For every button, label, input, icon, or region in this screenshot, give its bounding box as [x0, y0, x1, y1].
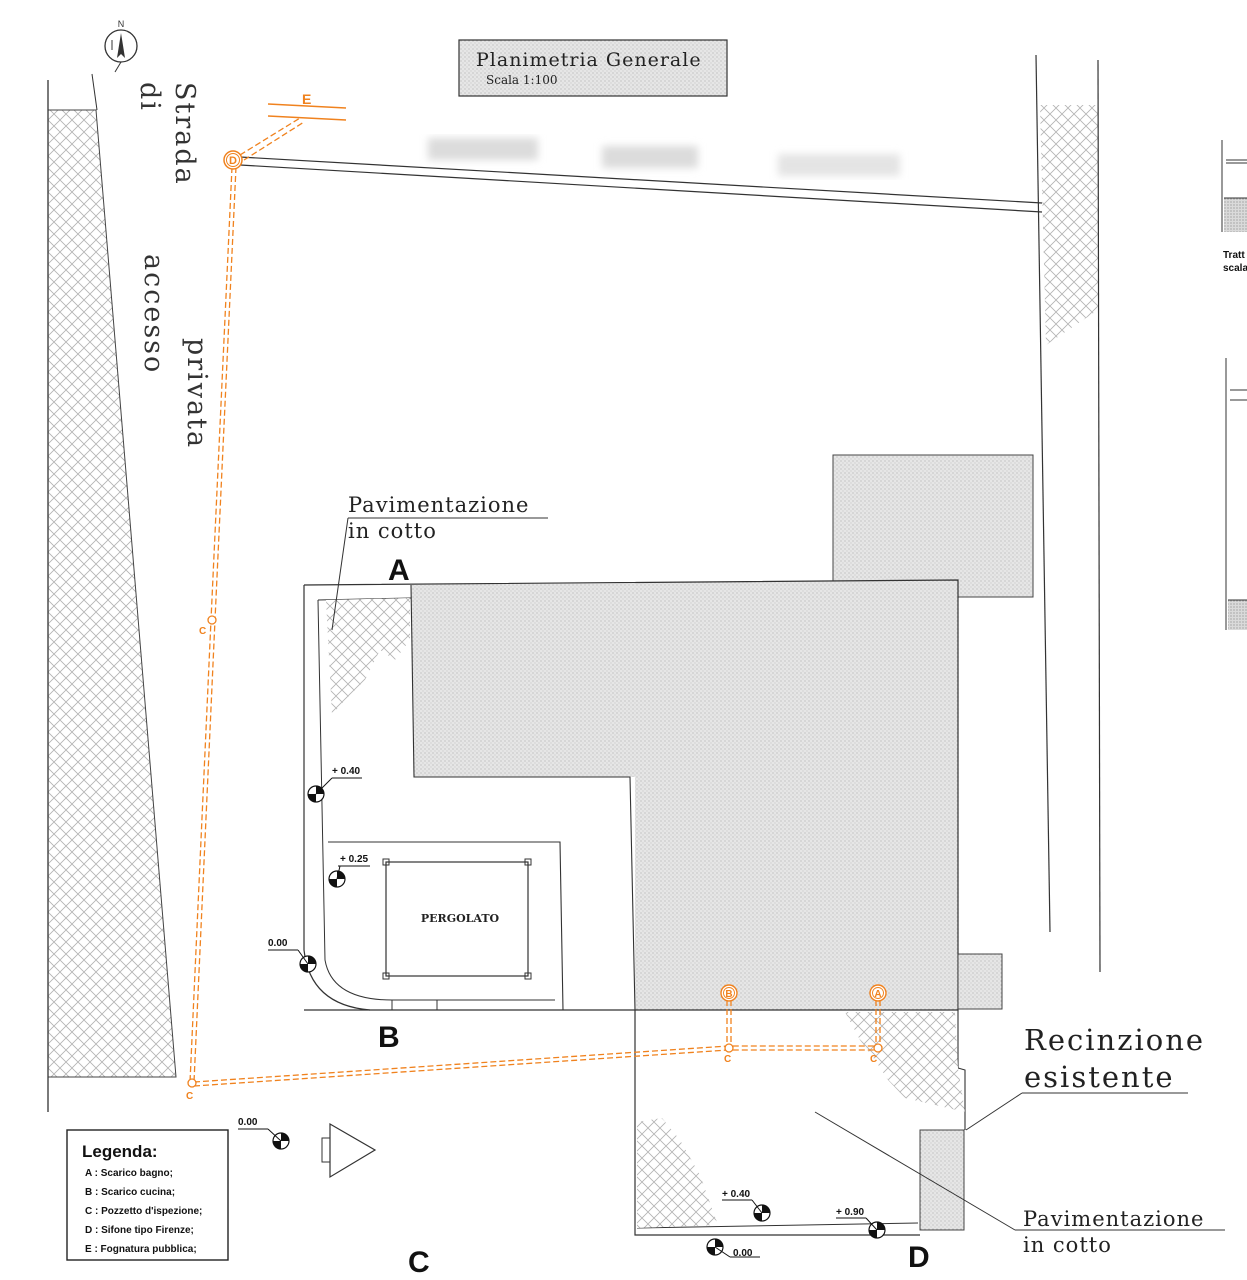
right-boundary-strip [1035, 54, 1101, 973]
drain-node-c: C [186, 1091, 193, 1102]
level-marker: 0.00 [706, 1238, 760, 1259]
level-text: 0.00 [733, 1248, 753, 1259]
level-text: + 0.40 [332, 766, 361, 777]
level-marker: + 0.40 [307, 766, 362, 803]
corner-b: B [378, 1021, 400, 1054]
title-block: Planimetria Generale Scala 1:100 [458, 39, 728, 97]
access-road-lines [239, 156, 1043, 213]
side-panel-line1: Tratt [1223, 250, 1245, 261]
legend: Legenda: A : Scarico bagno; B : Scarico … [66, 1129, 229, 1261]
level-marker: + 0.25 [328, 854, 370, 888]
legend-item: A : Scarico bagno; [85, 1168, 173, 1179]
level-text: + 0.90 [836, 1207, 865, 1218]
road-label-line2: di [134, 82, 165, 112]
level-marker: 0.00 [238, 1117, 290, 1150]
legend-item: C : Pozzetto d'ispezione; [85, 1206, 202, 1217]
corner-labels: A B C D [378, 554, 930, 1279]
left-road-strip [47, 73, 177, 1112]
road-label-line3: privata [181, 338, 212, 449]
title-main: Planimetria Generale [476, 49, 702, 71]
level-markers: + 0.40 + 0.25 0.00 0.00 [238, 766, 886, 1259]
paving-top-line1: Pavimentazione [348, 493, 530, 517]
annex-block [832, 454, 1034, 598]
drain-node-a: A [874, 989, 881, 1000]
corner-a: A [388, 554, 410, 587]
legend-item: B : Scarico cucina; [85, 1187, 175, 1198]
north-arrow: N [104, 19, 138, 73]
fence-label: Recinzione esistente [965, 1023, 1205, 1131]
legend-item: E : Fognatura pubblica; [85, 1244, 197, 1255]
drain-node-e: E [302, 91, 311, 107]
paving-label-bottom: Pavimentazione in cotto [1015, 1207, 1225, 1257]
level-marker: + 0.90 [836, 1207, 886, 1239]
level-text: + 0.25 [340, 854, 369, 865]
level-text: 0.00 [238, 1117, 258, 1128]
corner-d: D [908, 1241, 930, 1274]
drain-node-c: C [199, 626, 206, 637]
level-marker: + 0.40 [722, 1189, 771, 1222]
paving-bottom-line1: Pavimentazione [1023, 1207, 1205, 1231]
side-panel-line2: scala [1223, 263, 1247, 274]
drain-node-c: C [870, 1054, 877, 1065]
paving-bottom-line2: in cotto [1023, 1233, 1112, 1257]
side-detail-panel: Tratt scala [1221, 140, 1247, 630]
title-scale: Scala 1:100 [486, 73, 557, 87]
legend-title: Legenda: [82, 1142, 158, 1161]
road-label-line1: Strada [169, 82, 200, 186]
pergola: PERGOLATO [382, 858, 532, 980]
corner-c: C [408, 1246, 430, 1279]
level-marker: 0.00 [268, 938, 317, 973]
drain-nodes: D E C C C C B A [186, 91, 887, 1102]
north-label: N [118, 19, 125, 29]
drain-node-b: B [725, 989, 732, 1000]
level-text: 0.00 [268, 938, 288, 949]
main-building [303, 579, 1003, 1011]
fence-line2: esistente [1024, 1060, 1175, 1094]
paving-label-top: Pavimentazione in cotto [331, 493, 548, 631]
redacted-text [428, 138, 900, 176]
south-garden [634, 1010, 1016, 1236]
legend-item: D : Sifone tipo Firenze; [85, 1225, 194, 1236]
road-label: Strada di privata accesso [134, 82, 212, 449]
paving-top-line2: in cotto [348, 519, 437, 543]
pergola-label: PERGOLATO [421, 912, 500, 925]
fence-line1: Recinzione [1024, 1023, 1205, 1057]
level-text: + 0.40 [722, 1189, 751, 1200]
drain-node-c: C [724, 1054, 731, 1065]
entrance-arrow [321, 1122, 377, 1179]
drain-node-d: D [229, 155, 237, 167]
road-label-line4: accesso [138, 254, 169, 374]
